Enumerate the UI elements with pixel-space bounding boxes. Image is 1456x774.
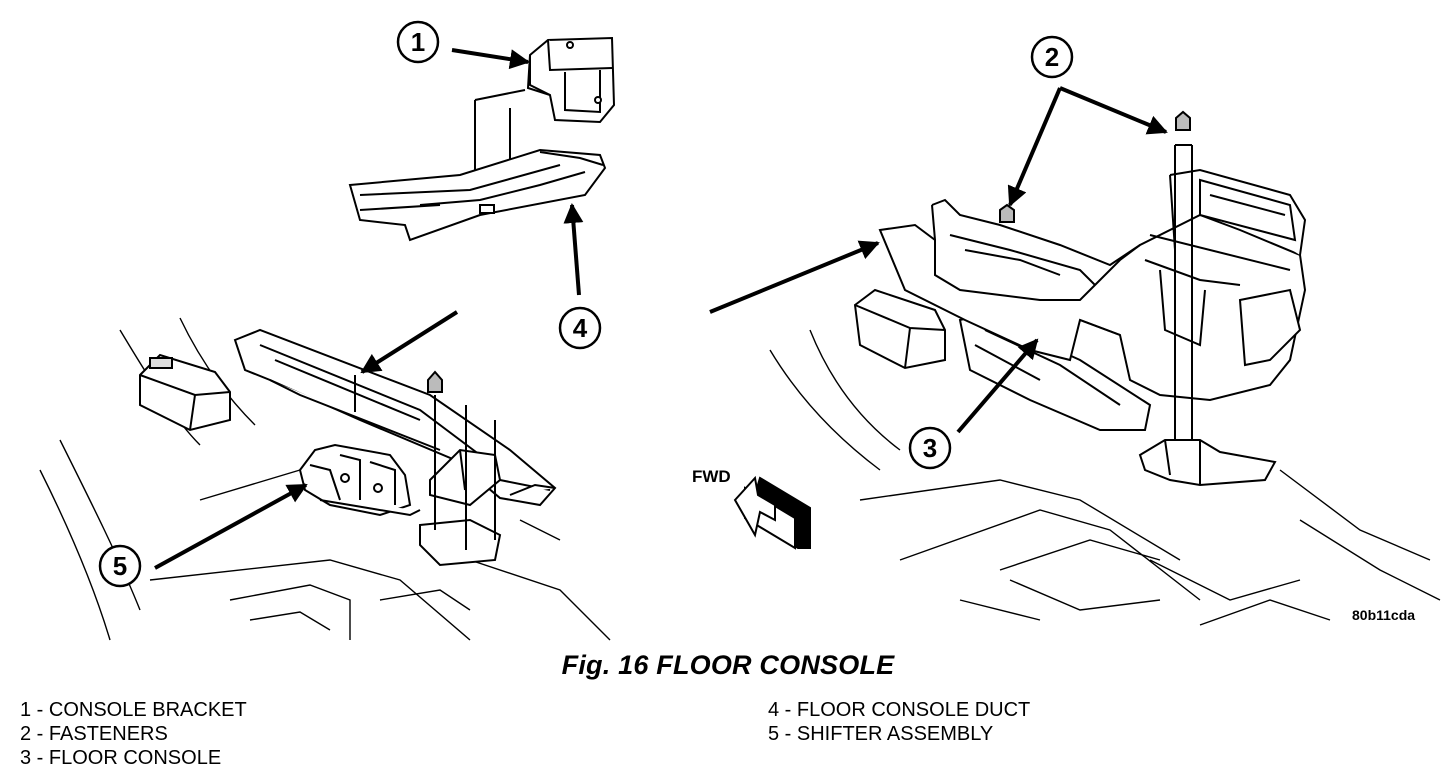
callout-2: 2 xyxy=(1030,35,1074,79)
right-floor-pan xyxy=(769,329,1441,626)
callout-5: 5 xyxy=(98,544,142,588)
svg-text:1: 1 xyxy=(411,27,425,57)
fwd-label: FWD xyxy=(692,467,731,486)
callout-4: 4 xyxy=(558,306,602,350)
svg-text:4: 4 xyxy=(573,313,588,343)
left-shifter-assembly xyxy=(298,443,421,517)
floor-console-diagram: FWD 1 2 3 4 5 80b11cda xyxy=(39,20,1441,641)
svg-text:3: 3 xyxy=(923,433,937,463)
fwd-direction-arrow xyxy=(733,475,811,550)
right-seat-bracket xyxy=(853,288,946,370)
legend-item-console-bracket: 1 - CONSOLE BRACKET xyxy=(20,699,247,721)
left-seat-bracket xyxy=(139,353,231,432)
callout-3: 3 xyxy=(908,426,952,470)
left-console-bracket-installed xyxy=(419,370,502,567)
legend-left: 1 - CONSOLE BRACKET 2 - FASTENERS 3 - FL… xyxy=(20,698,247,770)
floor-console xyxy=(878,168,1307,402)
svg-text:2: 2 xyxy=(1045,42,1059,72)
legend-right: 4 - FLOOR CONSOLE DUCT 5 - SHIFTER ASSEM… xyxy=(768,698,1030,746)
legend-item-fasteners: 2 - FASTENERS xyxy=(20,723,168,745)
image-code: 80b11cda xyxy=(1352,607,1415,623)
legend-item-floor-console: 3 - FLOOR CONSOLE xyxy=(20,747,222,769)
callout-1: 1 xyxy=(396,20,440,64)
legend-item-floor-console-duct: 4 - FLOOR CONSOLE DUCT xyxy=(768,699,1031,721)
console-bracket-exploded xyxy=(474,36,616,205)
svg-text:5: 5 xyxy=(113,551,127,581)
left-floor-pan xyxy=(39,317,611,641)
leader-arrows xyxy=(154,48,1168,570)
floor-console-duct-exploded xyxy=(348,148,607,242)
legend-item-shifter-assembly: 5 - SHIFTER ASSEMBLY xyxy=(768,723,994,745)
right-console-bracket xyxy=(999,110,1277,487)
figure-caption: Fig. 16 FLOOR CONSOLE xyxy=(561,650,895,680)
